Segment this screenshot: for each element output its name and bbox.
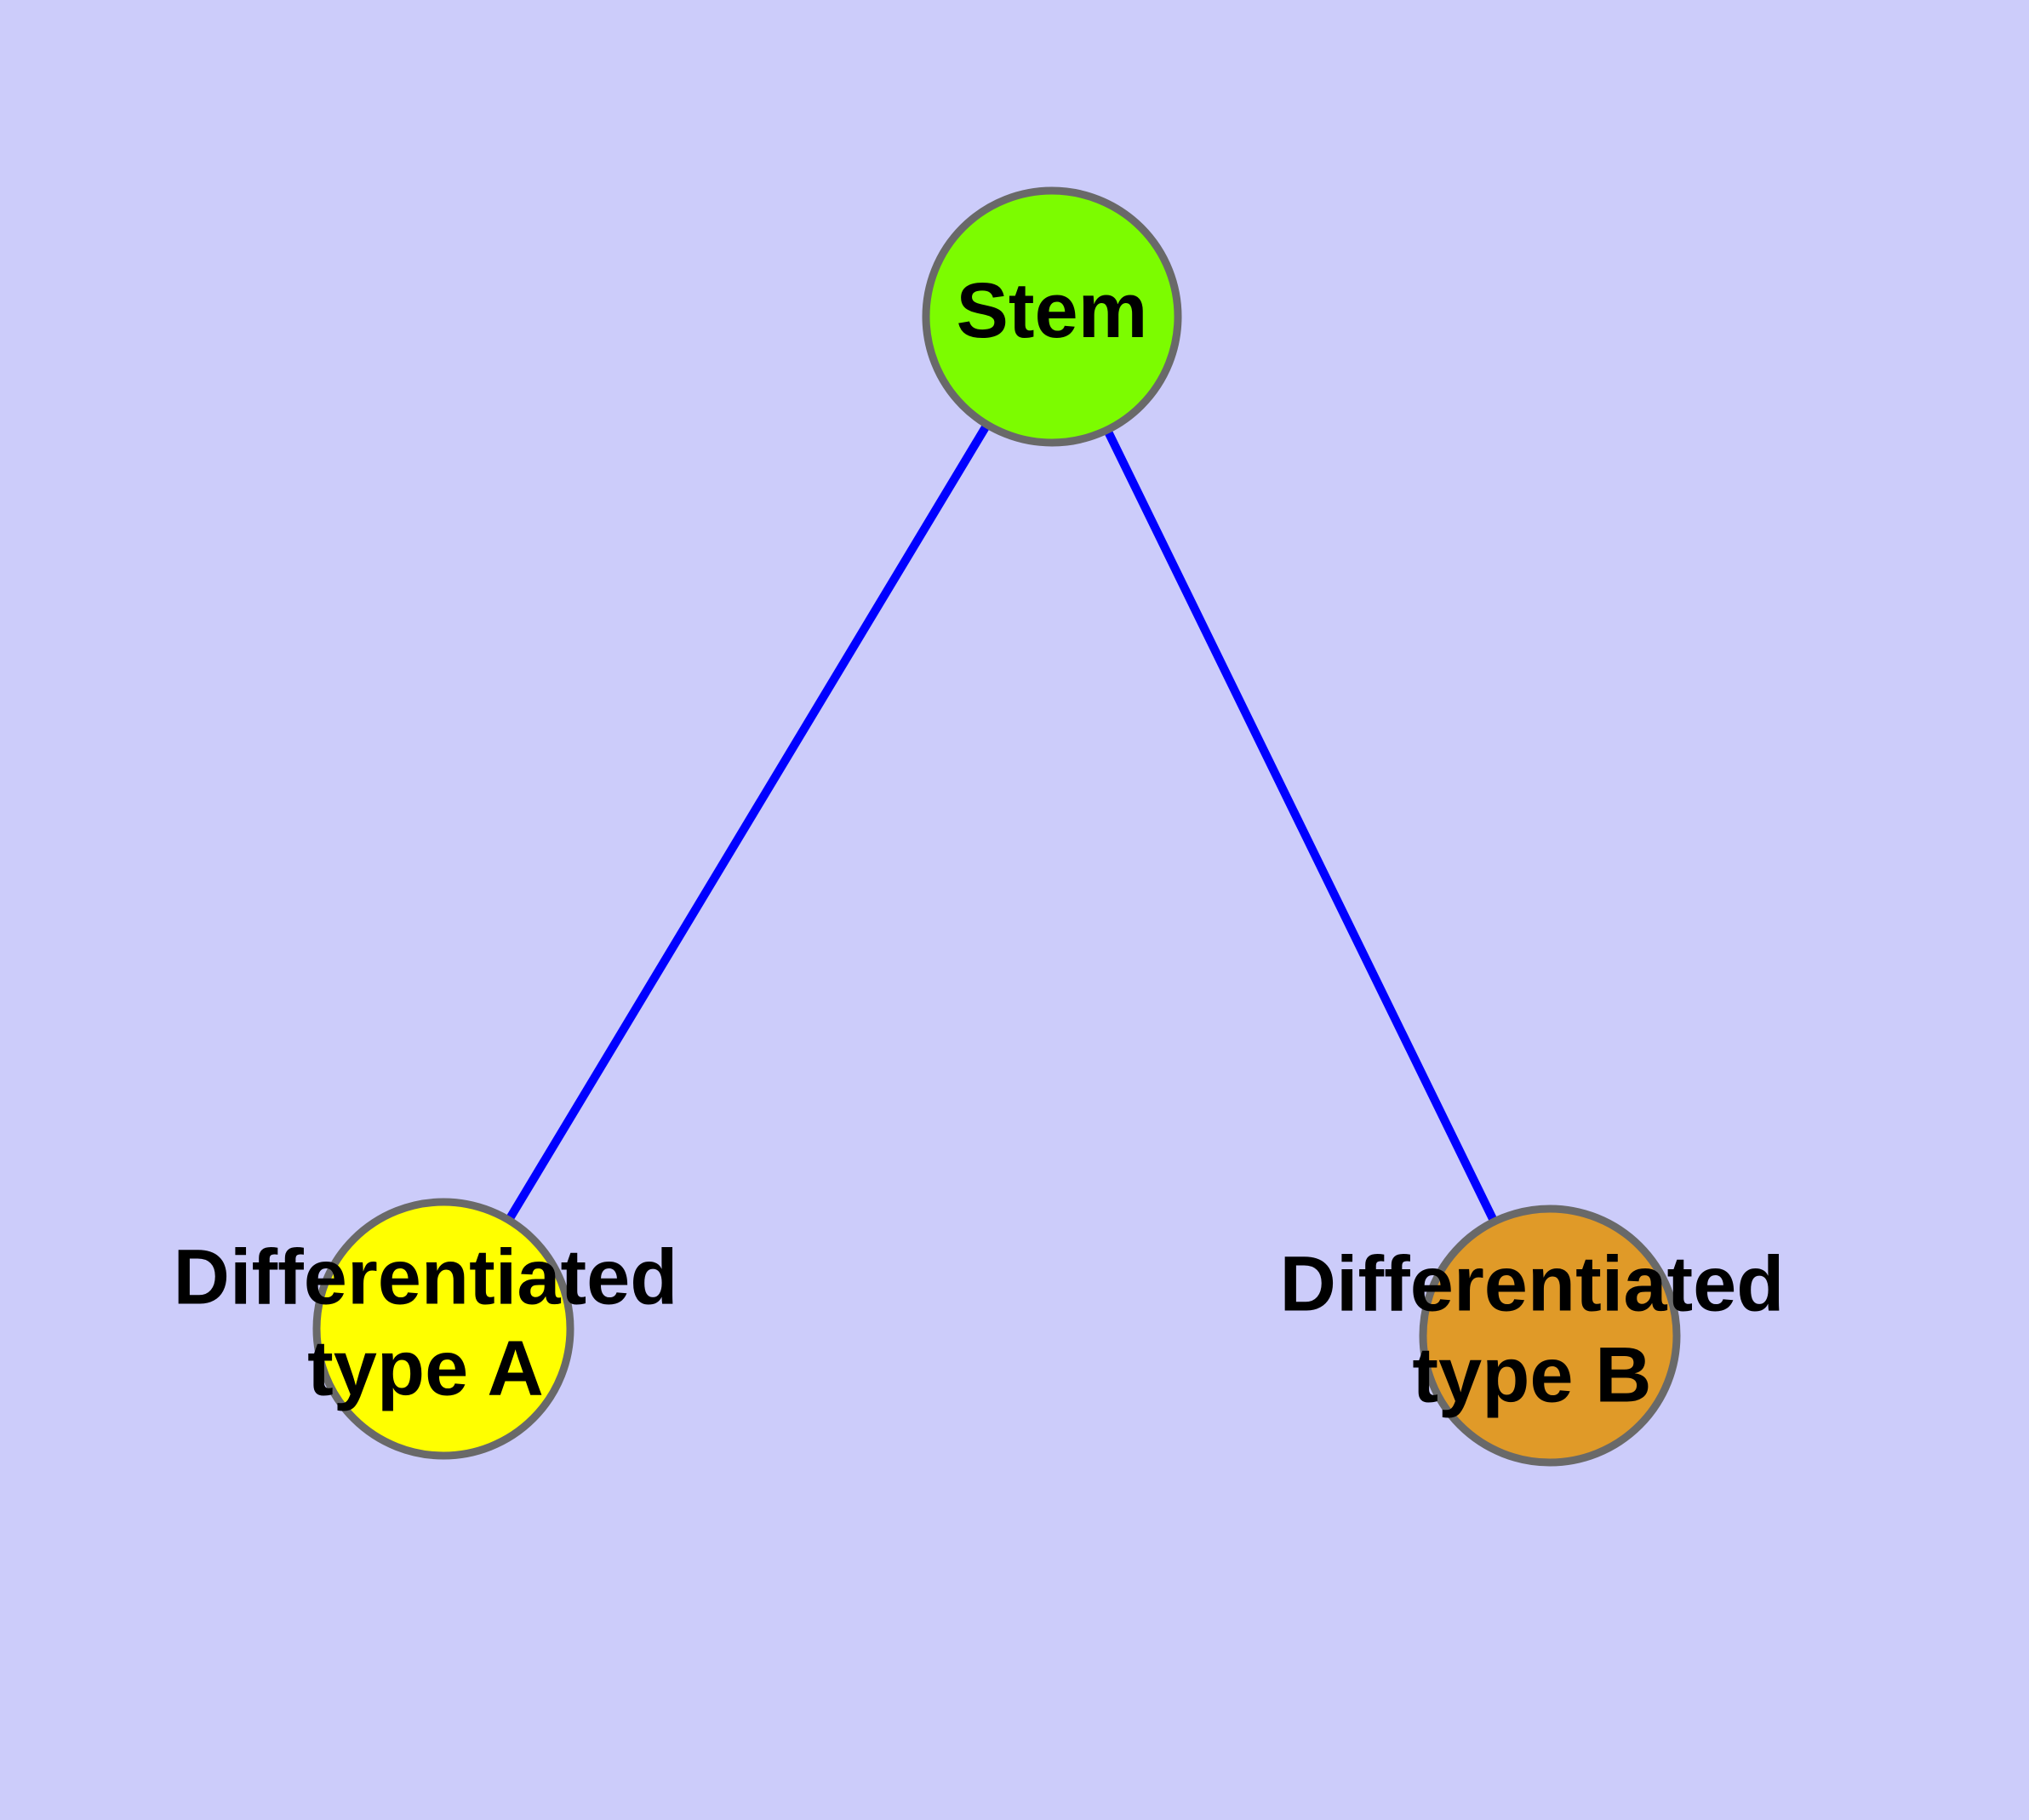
- edges-layer: [506, 423, 1498, 1222]
- graph-edge-stem-diff_b[interactable]: [1104, 429, 1498, 1222]
- label-line: Differentiated: [1280, 1241, 1785, 1328]
- graph-node-label-stem: Stem: [957, 267, 1148, 354]
- label-line: Stem: [957, 267, 1148, 354]
- graph-node-diff_a[interactable]: [312, 1198, 574, 1460]
- graph-node-diff_b[interactable]: [1419, 1205, 1681, 1467]
- label-line: type B: [1412, 1332, 1651, 1419]
- graph-node-stem[interactable]: [922, 186, 1182, 447]
- graph-edge-stem-diff_a[interactable]: [506, 423, 990, 1222]
- nodes-layer: [312, 186, 1681, 1467]
- label-line: type A: [307, 1325, 544, 1412]
- label-line: Differentiated: [174, 1234, 678, 1321]
